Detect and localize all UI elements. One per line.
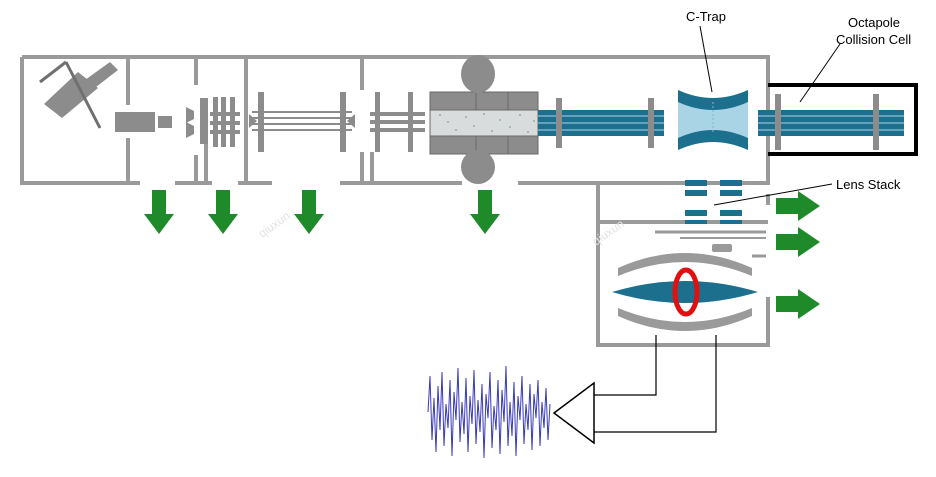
exit-arrows: [776, 191, 820, 319]
c-trap: [678, 90, 748, 150]
linear-ion-trap: [429, 55, 539, 184]
octapole-label-line2: Collision Cell: [836, 32, 911, 47]
down-arrow-icon: [208, 190, 238, 234]
octapole-label-line1: Octapole: [848, 15, 900, 30]
transfer-capillary: [115, 98, 208, 144]
ion-source-icon: [39, 60, 118, 129]
watermark-1: qiuxun: [256, 209, 293, 241]
lens-stack: [685, 180, 742, 226]
triangle-amplifier-icon: [552, 381, 595, 445]
lens-stack-label: Lens Stack: [836, 177, 901, 192]
main-chamber: [20, 55, 770, 347]
orbitrap-analyzer: [612, 253, 758, 331]
right-arrow-icon: [776, 289, 820, 319]
ion-guide-plates-2: [370, 92, 425, 152]
ion-guide-rods-1: [249, 92, 355, 152]
chamber-dividers: [126, 57, 374, 183]
down-arrow-icon: [294, 190, 324, 234]
right-arrow-icon: [776, 191, 820, 221]
c-trap-label: C-Trap: [686, 9, 726, 24]
transfer-multipole: [538, 98, 664, 148]
right-arrow-icon: [776, 227, 820, 257]
transient-signal: [427, 365, 551, 459]
down-arrow-icon: [470, 190, 500, 234]
down-arrow-icon: [144, 190, 174, 234]
octapole-collision-cell: [758, 83, 918, 156]
leader-lines: [699, 25, 841, 206]
pump-arrows: [144, 190, 500, 234]
ion-guide-plates-1: [210, 97, 240, 147]
detection-wiring: [594, 335, 717, 433]
